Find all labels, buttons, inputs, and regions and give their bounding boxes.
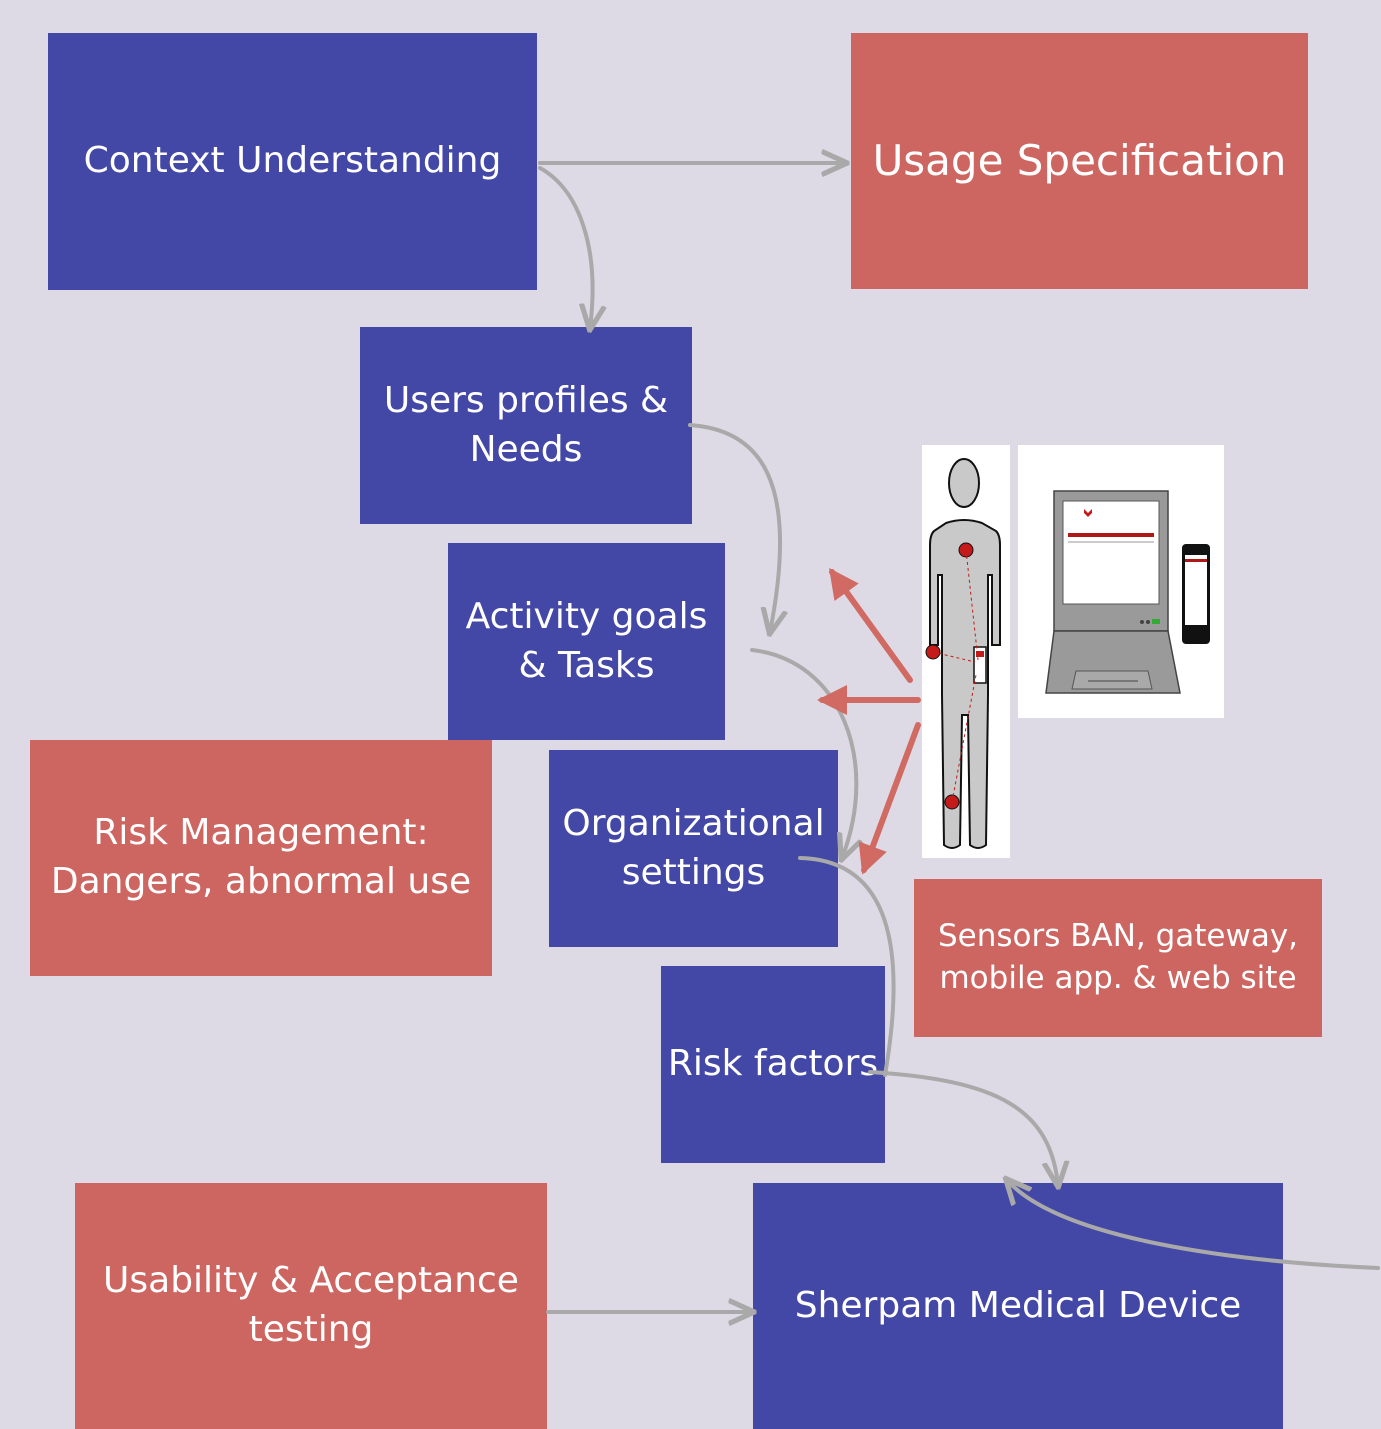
risk-factors-box: Risk factors (661, 966, 885, 1163)
arrow-feedback-to-sherpam (1007, 1180, 1380, 1270)
red-arrow-to-activity (829, 567, 913, 683)
human-body-sensors-icon (925, 458, 1001, 849)
context-understanding-box: Context Understanding (48, 33, 537, 290)
laptop-icon (1045, 490, 1181, 694)
organizational-settings-label: Organizational settings (562, 802, 825, 893)
red-arrow-to-org (858, 722, 921, 875)
risk-management-label: Risk Management: Dangers, abnormal use (50, 812, 472, 902)
arrow-org-to-risk (798, 856, 896, 1077)
risk-management-box: Risk Management: Dangers, abnormal use (30, 740, 492, 976)
risk-factors-label: Risk factors (667, 1043, 879, 1085)
human-body-panel (922, 445, 1010, 858)
activity-goals-box: Activity goals & Tasks (448, 543, 725, 740)
usage-specification-box: Usage Specification (851, 33, 1308, 289)
arrow-activity-to-org (750, 648, 856, 858)
context-understanding-label: Context Understanding (83, 140, 502, 182)
usage-specification-label: Usage Specification (872, 135, 1287, 185)
usability-testing-label: Usability & Acceptance testing (103, 1260, 519, 1350)
usability-testing-box: Usability & Acceptance testing (75, 1183, 547, 1429)
sherpam-device-box: Sherpam Medical Device (753, 1183, 1283, 1429)
organizational-settings-box: Organizational settings (549, 750, 838, 947)
users-profiles-box: Users profiles & Needs (360, 327, 692, 524)
sensors-box: Sensors BAN, gateway, mobile app. & web … (914, 879, 1322, 1037)
arrow-context-to-users (538, 166, 593, 328)
devices-panel (1018, 445, 1224, 718)
arrow-risk-to-sherpam (868, 1070, 1058, 1185)
arrow-users-to-activity (688, 423, 780, 632)
sherpam-device-label: Sherpam Medical Device (794, 1284, 1242, 1326)
sensors-label: Sensors BAN, gateway, mobile app. & web … (937, 918, 1299, 996)
users-profiles-label: Users profiles & Needs (383, 379, 669, 470)
smartphone-icon (1182, 544, 1210, 644)
activity-goals-label: Activity goals & Tasks (465, 595, 708, 686)
